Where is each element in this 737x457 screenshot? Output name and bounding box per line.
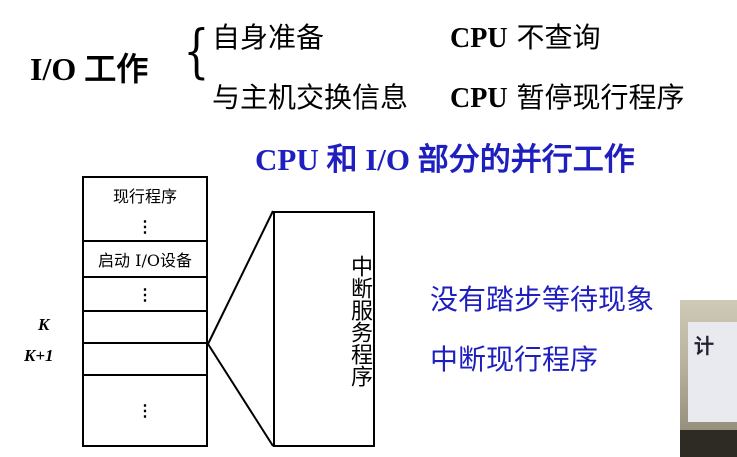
memory-cell-current-program: 现行程序 bbox=[112, 187, 177, 206]
pause-program-text: 暂停现行程序 bbox=[507, 81, 685, 114]
no-busy-wait-text: 没有踏步等待现象 bbox=[430, 283, 655, 316]
interrupt-service-routine-label: 中断服务程序 bbox=[347, 255, 372, 387]
cpu-label: CPU bbox=[450, 23, 508, 54]
cpu-pause-text: CPU 暂停现行程序 bbox=[450, 76, 684, 116]
self-prepare-text: 自身准备 bbox=[212, 21, 325, 54]
k-address-label: K bbox=[38, 315, 50, 334]
left-brace-icon: { bbox=[183, 17, 210, 85]
memory-cell-ellipsis: ⋮ bbox=[84, 278, 206, 312]
photo-shadow bbox=[680, 430, 737, 457]
photo-screen bbox=[688, 322, 737, 422]
parallel-work-title: CPU 和 I/O 部分的并行工作 bbox=[255, 142, 635, 177]
memory-block: 现行程序 ⋮ 启动 I/O设备 ⋮ ⋮ bbox=[82, 176, 208, 447]
exchange-info-text: 与主机交换信息 bbox=[212, 81, 409, 114]
cpu-no-query-text: CPU 不查询 bbox=[450, 16, 600, 56]
memory-cell-start-io: 启动 I/O设备 bbox=[84, 242, 206, 278]
k1-address-label: K+1 bbox=[24, 346, 54, 365]
no-query-text: 不查询 bbox=[507, 21, 601, 54]
interrupt-current-program-text: 中断现行程序 bbox=[430, 343, 599, 376]
io-work-label: I/O 工作 bbox=[30, 51, 149, 87]
memory-cell-ellipsis: ⋮ bbox=[84, 212, 206, 242]
memory-cell-k1 bbox=[84, 344, 206, 376]
memory-cell-ellipsis: ⋮ bbox=[137, 401, 153, 420]
cpu-label: CPU bbox=[450, 83, 508, 114]
photo-glyph: 计 bbox=[694, 336, 714, 358]
presenter-photo: 计 bbox=[680, 300, 737, 457]
connector-line-top bbox=[207, 210, 274, 345]
connector-line-bottom bbox=[207, 343, 274, 447]
interrupt-service-routine-box: 中断服务程序 bbox=[273, 211, 375, 447]
memory-cell-k bbox=[84, 312, 206, 344]
